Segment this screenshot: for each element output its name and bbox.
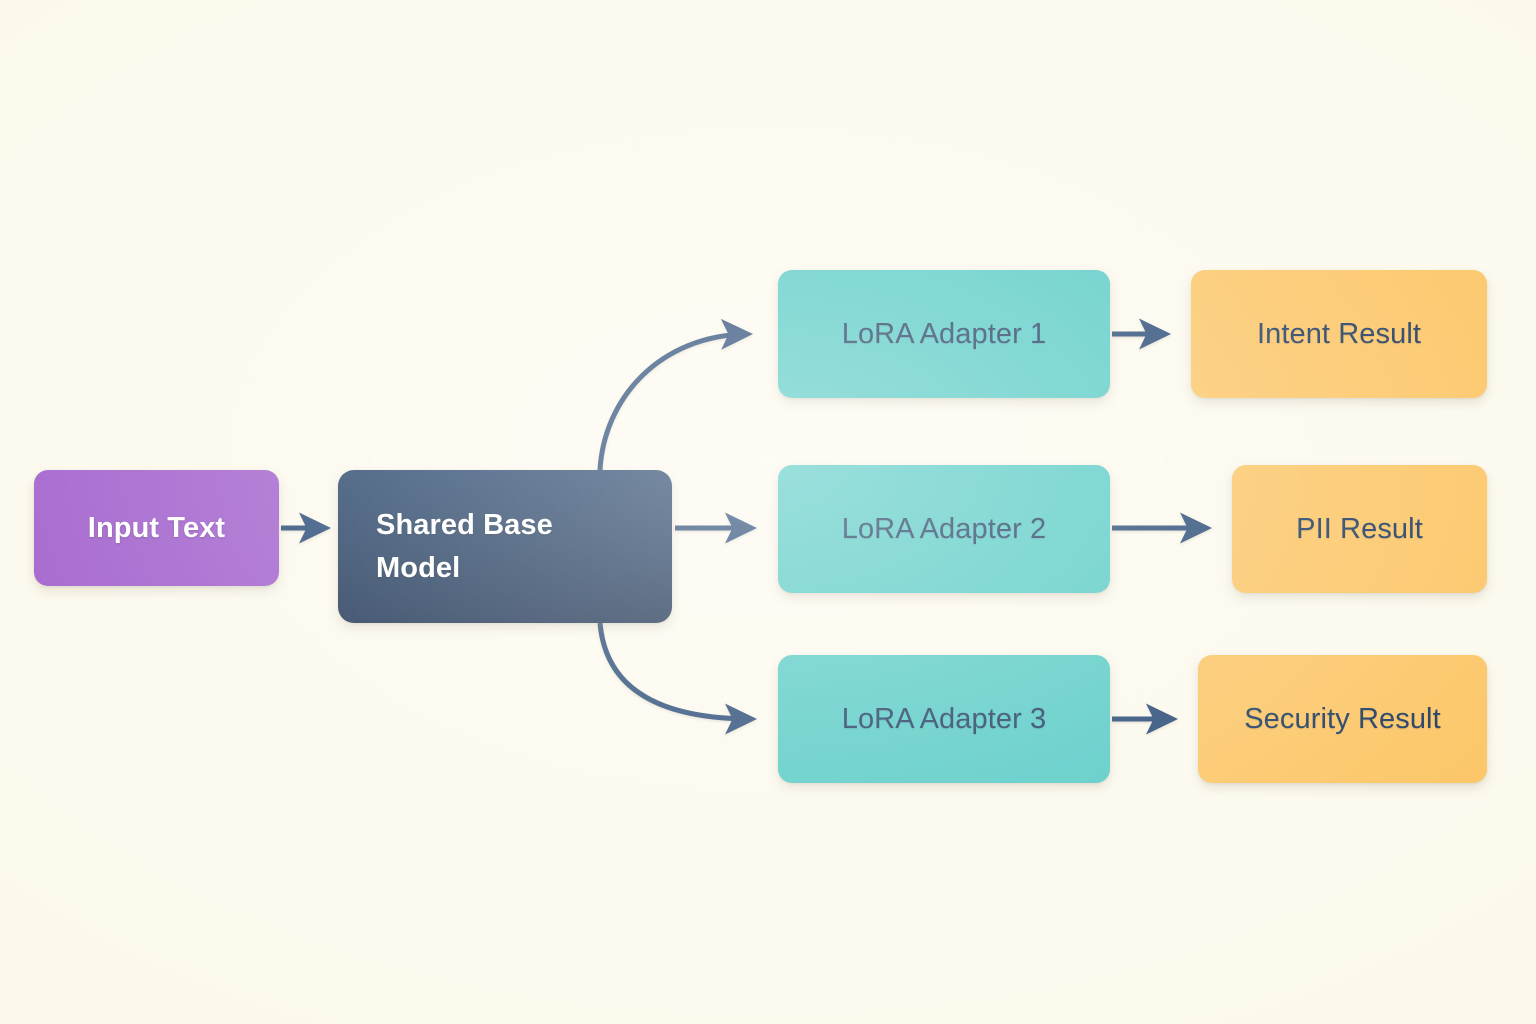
node-lora-adapter-2-label: LoRA Adapter 2 [841,512,1047,545]
node-intent-result[interactable]: Intent Result [1191,270,1487,398]
node-pii-result[interactable]: PII Result [1232,465,1487,593]
node-lora-adapter-1-label: LoRA Adapter 1 [841,317,1047,350]
node-lora-adapter-3-label: LoRA Adapter 3 [841,702,1047,735]
node-intent-result-label: Intent Result [1256,317,1422,350]
base-label-line-2: Model [376,551,461,584]
node-pii-result-label: PII Result [1296,512,1423,545]
base-label-line-1: Shared Base [376,509,553,542]
node-lora-adapter-3[interactable]: LoRA Adapter 3 [778,655,1110,783]
node-security-result-label: Security Result [1244,702,1441,735]
node-lora-adapter-1[interactable]: LoRA Adapter 1 [778,270,1110,398]
node-shared-base-model-label: Shared Base Model [376,504,634,589]
node-input-text[interactable]: Input Text [34,470,279,586]
node-lora-adapter-2[interactable]: LoRA Adapter 2 [778,465,1110,593]
edge-base-to-adapter-3 [597,622,757,735]
edge-base-to-adapter-1 [597,318,753,471]
node-shared-base-model[interactable]: Shared Base Model [338,470,672,623]
node-input-text-label: Input Text [87,511,226,544]
node-security-result[interactable]: Security Result [1198,655,1487,783]
